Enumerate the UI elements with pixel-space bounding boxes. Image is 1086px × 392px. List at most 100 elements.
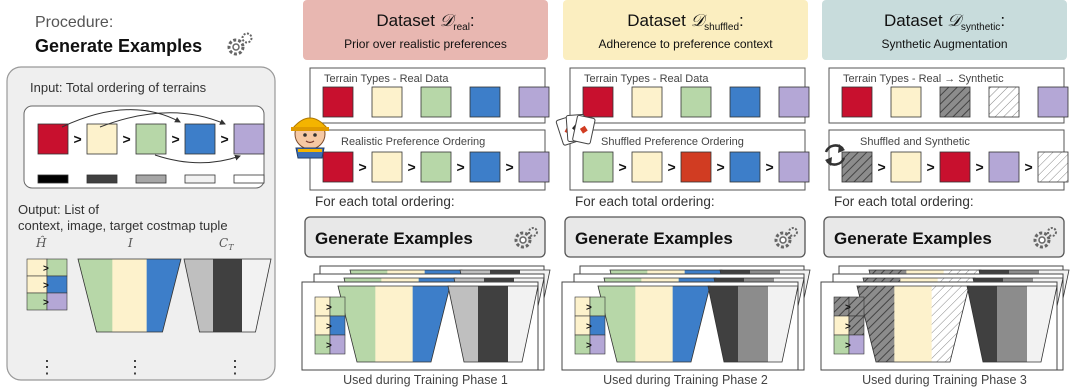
- dataset-header: [563, 0, 808, 60]
- dataset-header: [303, 0, 548, 60]
- terrain-swatch-lavender: [1037, 86, 1069, 118]
- terrain-swatch-cream: [890, 86, 922, 118]
- terrain-swatch-blue: [729, 151, 761, 183]
- cycle-icon: [824, 144, 846, 166]
- dataset-subtitle: Prior over realistic preferences: [344, 37, 507, 51]
- greater-than-symbol: >: [172, 131, 180, 147]
- terrain-swatch-red: [939, 151, 971, 183]
- terrain-swatch-lavender: [518, 86, 550, 118]
- for-each-label: For each total ordering:: [575, 194, 715, 209]
- greater-than-symbol: >: [221, 131, 229, 147]
- training-phase-label: Used during Training Phase 3: [862, 373, 1027, 387]
- cost-bars-row: [37, 174, 265, 184]
- generate-examples-label: Generate Examples: [315, 229, 473, 248]
- generate-examples-button[interactable]: [304, 216, 546, 258]
- greater-than-symbol: >: [976, 159, 984, 175]
- context-stack: > > >: [833, 296, 865, 355]
- example-card: [561, 281, 799, 371]
- ordering-row: > > > >: [841, 151, 1069, 183]
- context-stack: >>>: [314, 296, 346, 355]
- training-phase-label: Used during Training Phase 1: [343, 373, 508, 387]
- terrain-types-row: [841, 86, 1069, 118]
- gear-icon: [774, 227, 798, 249]
- terrain-swatch-blue: [469, 151, 501, 183]
- greater-than-symbol: >: [1025, 159, 1033, 175]
- worker-icon: [291, 117, 329, 159]
- terrain-swatch-cream: [631, 86, 663, 118]
- greater-than-symbol: >: [845, 322, 851, 333]
- terrain-swatch-cream: [890, 151, 922, 183]
- greater-than-symbol: >: [408, 159, 416, 175]
- example-card: [301, 281, 539, 371]
- greater-than-symbol: >: [43, 264, 49, 275]
- ordering-label: Shuffled Preference Ordering: [601, 136, 744, 148]
- greater-than-symbol: >: [586, 341, 592, 352]
- context-cell: [329, 315, 346, 336]
- dataset-column-shuffled: Dataset 𝒟shuffled:Adherence to preferenc…: [561, 0, 811, 387]
- greater-than-symbol: >: [927, 159, 935, 175]
- ellipsis-costmap: ⋮: [226, 357, 244, 377]
- costmap-symbol: CT: [219, 236, 234, 252]
- ordering-label: Realistic Preference Ordering: [341, 136, 485, 148]
- context-cell: [329, 296, 346, 317]
- terrain-types-label: Terrain Types - Real → Synthetic: [843, 73, 1004, 85]
- cost-bar: [37, 174, 69, 184]
- context-symbol: Ĥ: [35, 235, 47, 250]
- procedure-label: Procedure:: [35, 14, 113, 31]
- greater-than-symbol: >: [668, 159, 676, 175]
- generate-examples-label: Generate Examples: [834, 229, 992, 248]
- generate-examples-button[interactable]: [823, 216, 1065, 258]
- terrain-swatch-red: [582, 86, 614, 118]
- cards-icon: [555, 114, 596, 146]
- training-phase-label: Used during Training Phase 2: [603, 373, 768, 387]
- dataset-column-synthetic: Dataset 𝒟synthetic:Synthetic Augmentatio…: [820, 0, 1070, 387]
- greater-than-symbol: >: [845, 303, 851, 314]
- context-cell: [329, 334, 346, 355]
- cost-bar: [184, 174, 216, 184]
- greater-than-symbol: >: [845, 341, 851, 352]
- terrain-types-label: Terrain Types - Real Data: [324, 73, 449, 85]
- context-cell: [589, 315, 606, 336]
- costmap-trapezoid: [448, 286, 538, 362]
- dataset-subtitle: Adherence to preference context: [598, 37, 773, 51]
- terrain-swatch-green: [582, 151, 614, 183]
- terrain-swatch-cream: [631, 151, 663, 183]
- generate-examples-button[interactable]: [564, 216, 806, 258]
- dataset-header: [822, 0, 1067, 60]
- terrain-swatch-lavender: [778, 86, 810, 118]
- greater-than-symbol: >: [326, 322, 332, 333]
- greater-than-symbol: >: [74, 131, 82, 147]
- terrain-swatch-cream: [371, 86, 403, 118]
- greater-than-symbol: >: [506, 159, 514, 175]
- gear-icon: [514, 227, 538, 249]
- ellipsis-image: ⋮: [126, 357, 144, 377]
- greater-than-symbol: >: [586, 322, 592, 333]
- terrain-swatch-red: [841, 86, 873, 118]
- terrain-swatch-hatch-dark: [841, 151, 873, 183]
- terrain-swatch-orange-red: [680, 151, 712, 183]
- terrain-swatch-hatch-light: [988, 86, 1020, 118]
- context-cell: [848, 315, 865, 336]
- terrain-swatch-lavender: [233, 123, 265, 155]
- terrain-swatch-lavender: [778, 151, 810, 183]
- generate-examples-label: Generate Examples: [575, 229, 733, 248]
- greater-than-symbol: >: [878, 159, 886, 175]
- terrain-types-row: [322, 86, 550, 118]
- ellipsis-context: ⋮: [38, 357, 56, 377]
- dataset-title: Dataset 𝒟real:: [376, 11, 474, 33]
- greater-than-symbol: >: [359, 159, 367, 175]
- terrain-swatch-cream: [86, 123, 118, 155]
- context-cell: [589, 296, 606, 317]
- terrain-swatch-green: [680, 86, 712, 118]
- for-each-label: For each total ordering:: [315, 194, 455, 209]
- greater-than-symbol: >: [43, 281, 49, 292]
- terrain-swatch-blue: [729, 86, 761, 118]
- context-cell: [589, 334, 606, 355]
- input-terrain-row: >>>>: [37, 123, 265, 155]
- input-label: Input: Total ordering of terrains: [30, 80, 207, 95]
- terrain-swatch-hatch-light: [1037, 151, 1069, 183]
- terrain-swatch-cream: [371, 151, 403, 183]
- terrain-types-label: Terrain Types - Real Data: [584, 73, 709, 85]
- ordering-row: >>>>: [582, 151, 810, 183]
